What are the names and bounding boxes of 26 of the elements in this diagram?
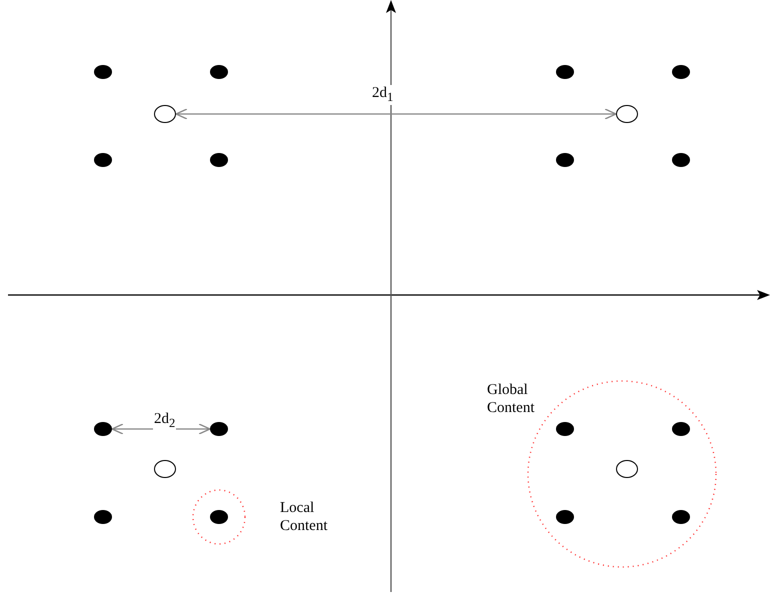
hollow-ellipse: [616, 105, 638, 123]
filled-ellipse: [94, 422, 112, 436]
edge-label: 2d$_{2}$: [153, 411, 176, 431]
filled-ellipse: [556, 422, 574, 436]
filled-ellipse: [672, 65, 690, 79]
edge-label: 2d$_{1}$: [371, 85, 394, 105]
filled-ellipse: [556, 510, 574, 524]
region-label: Global Content: [487, 381, 536, 417]
filled-ellipse: [210, 65, 228, 79]
filled-ellipse: [556, 153, 574, 167]
double-arrow: [111, 423, 211, 435]
region-label: Local Content: [280, 499, 328, 535]
hollow-ellipse: [154, 105, 176, 123]
double-arrow: [175, 108, 617, 120]
hollow-ellipse: [154, 460, 176, 478]
filled-ellipse: [94, 510, 112, 524]
filled-ellipse: [672, 153, 690, 167]
filled-ellipse: [672, 510, 690, 524]
filled-ellipse: [94, 65, 112, 79]
filled-ellipse: [210, 153, 228, 167]
hollow-ellipse: [616, 460, 638, 478]
filled-ellipse: [556, 65, 574, 79]
filled-ellipse: [672, 422, 690, 436]
filled-ellipse: [210, 510, 228, 524]
filled-ellipse: [210, 422, 228, 436]
filled-ellipse: [94, 153, 112, 167]
